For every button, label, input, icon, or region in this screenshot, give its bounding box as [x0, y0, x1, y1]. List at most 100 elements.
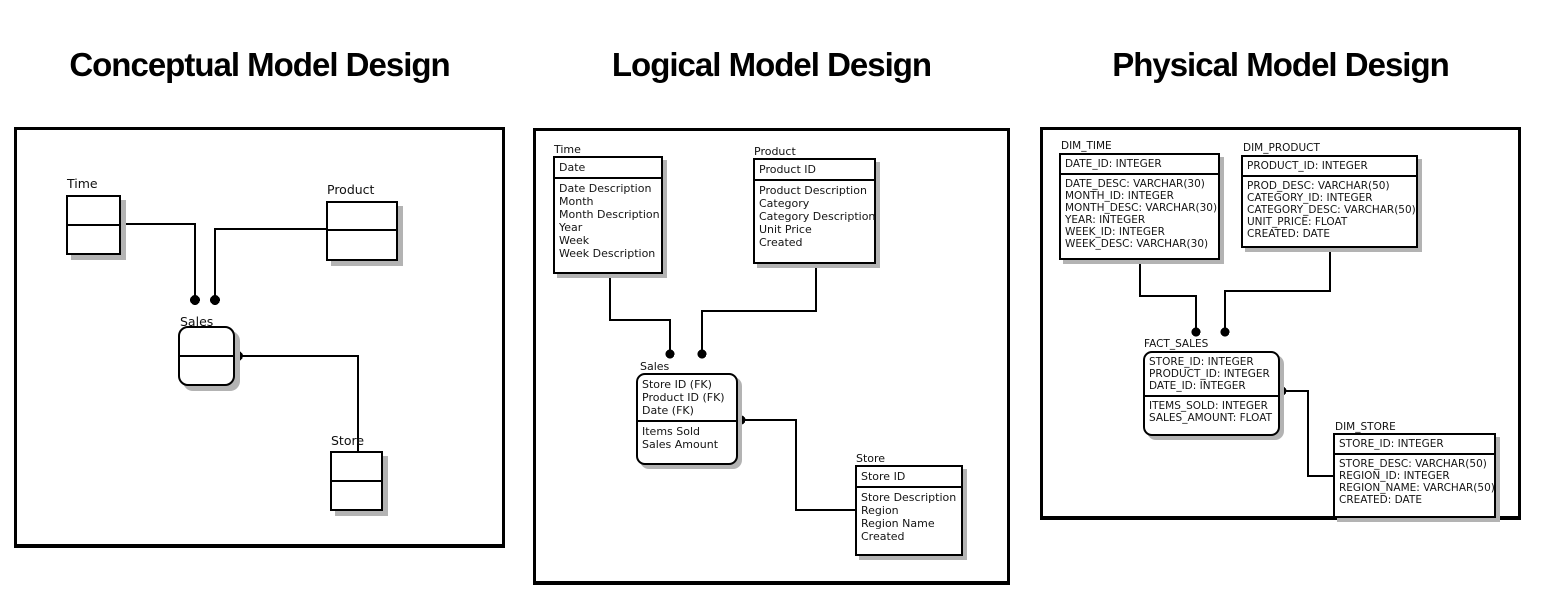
column: MONTH_ID: INTEGER	[1065, 190, 1174, 202]
cardinality-dot-icon	[233, 351, 243, 361]
column: STORE_DESC: VARCHAR(50)	[1339, 458, 1487, 470]
entity-header-section	[68, 197, 119, 226]
attribute: Month Description	[559, 208, 660, 221]
column: REGION_ID: INTEGER	[1339, 470, 1450, 482]
entity-label-sales: Sales	[180, 314, 214, 329]
entity-label-product: Product	[327, 182, 375, 197]
relationship-line-product-sales	[214, 228, 326, 295]
cardinality-dot-icon	[1191, 327, 1201, 337]
entity-product	[326, 201, 398, 261]
column: MONTH_DESC: VARCHAR(30)	[1065, 202, 1218, 214]
column-section: DATE_DESC: VARCHAR(30) MONTH_ID: INTEGER…	[1061, 175, 1218, 253]
entity-header-section	[180, 328, 233, 357]
column-section: STORE_DESC: VARCHAR(50) REGION_ID: INTEG…	[1335, 455, 1495, 509]
table-label-store: Store	[856, 452, 886, 465]
attribute-section: Store Description Region Region Name Cre…	[857, 488, 961, 546]
column: YEAR: INTEGER	[1065, 214, 1146, 226]
cardinality-dot-icon	[210, 295, 220, 305]
attribute: Sales Amount	[642, 438, 719, 451]
table-sales: Store ID (FK) Product ID (FK) Date (FK) …	[636, 373, 738, 465]
attribute: Date Description	[559, 182, 652, 195]
cardinality-dot-icon	[736, 415, 746, 425]
attribute: Month	[559, 195, 594, 208]
key-attribute: Date (FK)	[642, 404, 694, 417]
cardinality-dot-icon	[697, 349, 707, 359]
relationship-line-sales-store	[741, 419, 855, 511]
entity-header-section	[328, 203, 396, 231]
relationship-line-product-sales	[701, 264, 817, 350]
title-conceptual: Conceptual Model Design	[69, 46, 450, 83]
relationship-line-factsales-dimstore	[1282, 390, 1333, 477]
entity-label-time: Time	[67, 176, 98, 191]
attribute: Year	[559, 221, 583, 234]
key-column: DATE_ID: INTEGER	[1149, 380, 1246, 392]
key-attribute: Store ID (FK)	[642, 378, 712, 391]
key-section: PRODUCT_ID: INTEGER	[1243, 157, 1416, 177]
entity-time	[66, 195, 121, 255]
key-column: STORE_ID: INTEGER	[1339, 438, 1444, 450]
column: REGION_NAME: VARCHAR(50)	[1339, 482, 1495, 494]
table-dim-store: STORE_ID: INTEGER STORE_DESC: VARCHAR(50…	[1333, 433, 1496, 518]
key-attribute: Date	[559, 161, 586, 174]
attribute: Category	[759, 197, 810, 210]
table-product: Product ID Product Description Category …	[753, 158, 876, 264]
attribute: Week Description	[559, 247, 656, 260]
column: DATE_DESC: VARCHAR(30)	[1065, 178, 1205, 190]
table-label-fact-sales: FACT_SALES	[1144, 338, 1209, 350]
column: CATEGORY_ID: INTEGER	[1247, 192, 1373, 204]
attribute-section: Date Description Month Month Description…	[555, 179, 661, 263]
attribute: Created	[759, 236, 803, 249]
table-label-dim-product: DIM_PRODUCT	[1243, 142, 1320, 154]
key-column: PRODUCT_ID: INTEGER	[1247, 160, 1368, 172]
key-section: STORE_ID: INTEGER	[1335, 435, 1494, 455]
table-label-dim-time: DIM_TIME	[1061, 140, 1112, 152]
column: WEEK_ID: INTEGER	[1065, 226, 1165, 238]
column: CREATED: DATE	[1339, 494, 1422, 506]
relationship-line-sales-store	[238, 355, 359, 451]
relationship-line-dimproduct-factsales	[1224, 248, 1331, 328]
table-label-time: Time	[554, 143, 581, 156]
column-section: ITEMS_SOLD: INTEGER SALES_AMOUNT: FLOAT	[1145, 397, 1278, 427]
entity-sales	[178, 326, 235, 386]
title-physical: Physical Model Design	[1112, 46, 1450, 83]
cardinality-dot-icon	[665, 349, 675, 359]
attribute: Region Name	[861, 517, 935, 530]
table-fact-sales: STORE_ID: INTEGER PRODUCT_ID: INTEGER DA…	[1143, 351, 1280, 436]
relationship-line-time-sales	[609, 274, 671, 350]
relationship-line-time-sales	[121, 223, 196, 295]
conceptual-panel: Time Product Sales Store	[14, 127, 505, 548]
table-label-dim-store: DIM_STORE	[1335, 421, 1396, 433]
key-section: STORE_ID: INTEGER PRODUCT_ID: INTEGER DA…	[1145, 353, 1278, 397]
conceptual-relationship-lines	[121, 223, 359, 451]
key-attribute: Store ID	[861, 470, 906, 483]
key-section: Product ID	[755, 160, 874, 181]
attribute: Unit Price	[759, 223, 812, 236]
column: CREATED: DATE	[1247, 228, 1330, 240]
key-column: DATE_ID: INTEGER	[1065, 158, 1162, 170]
key-section: DATE_ID: INTEGER	[1061, 155, 1218, 175]
column: WEEK_DESC: VARCHAR(30)	[1065, 238, 1209, 250]
relationship-line-dimtime-factsales	[1139, 260, 1197, 328]
logical-relationship-lines	[609, 264, 855, 511]
key-column: STORE_ID: INTEGER	[1149, 356, 1254, 368]
attribute: Category Description	[759, 210, 876, 223]
key-section: Store ID (FK) Product ID (FK) Date (FK)	[638, 375, 736, 422]
column: SALES_AMOUNT: FLOAT	[1149, 412, 1273, 424]
attribute: Created	[861, 530, 905, 543]
key-column: PRODUCT_ID: INTEGER	[1149, 368, 1270, 380]
column: UNIT_PRICE: FLOAT	[1247, 216, 1348, 228]
column: ITEMS_SOLD: INTEGER	[1149, 400, 1268, 412]
attribute: Region	[861, 504, 899, 517]
key-section: Store ID	[857, 467, 961, 488]
key-attribute: Product ID (FK)	[642, 391, 725, 404]
column: PROD_DESC: VARCHAR(50)	[1247, 180, 1390, 192]
column-section: PROD_DESC: VARCHAR(50) CATEGORY_ID: INTE…	[1243, 177, 1416, 243]
table-time: Date Date Description Month Month Descri…	[553, 156, 663, 274]
entity-store	[330, 451, 383, 511]
table-dim-time: DATE_ID: INTEGER DATE_DESC: VARCHAR(30) …	[1059, 153, 1220, 260]
attribute: Product Description	[759, 184, 867, 197]
column: CATEGORY_DESC: VARCHAR(50)	[1247, 204, 1416, 216]
attribute-section: Items Sold Sales Amount	[638, 422, 736, 454]
physical-relationship-lines	[1139, 248, 1333, 477]
